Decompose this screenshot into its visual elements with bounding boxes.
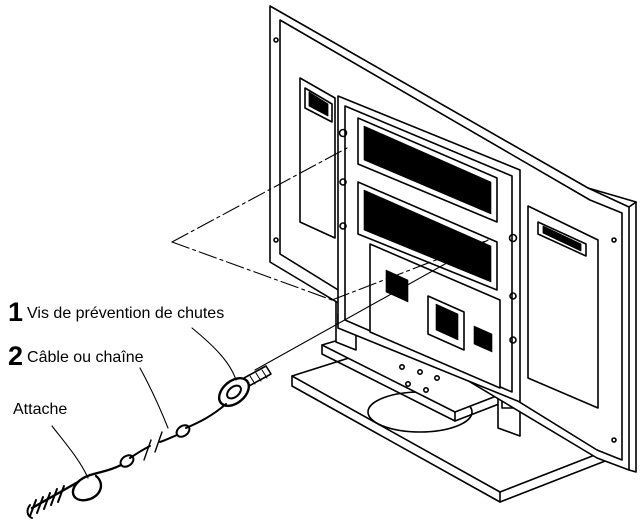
callout-label: Vis de prévention de chutes	[27, 305, 225, 322]
callout-number: 2	[8, 341, 24, 371]
wall-hook	[26, 463, 123, 519]
fall-prevention-screw	[217, 239, 489, 407]
cable	[119, 403, 227, 468]
alignment-guides	[171, 147, 489, 301]
callout-label: Câble ou chaîne	[27, 349, 144, 366]
callout-leaders	[51, 327, 237, 479]
callout-attache: Attache	[13, 402, 67, 418]
callout-label: Attache	[13, 401, 68, 418]
callout-number: 1	[8, 297, 24, 327]
tv-panel	[269, 5, 637, 473]
